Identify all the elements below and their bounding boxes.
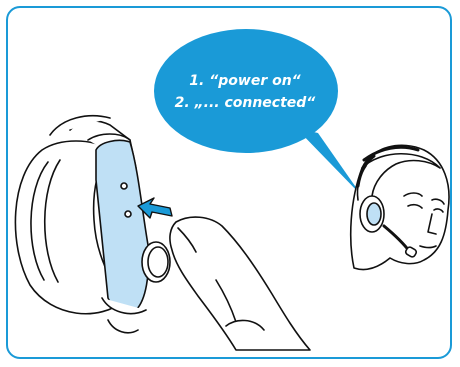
person-head xyxy=(351,145,449,269)
hand xyxy=(170,217,310,350)
headset-earcup xyxy=(15,116,170,333)
instruction-line-1: 1. “power on“ xyxy=(160,70,330,92)
speech-bubble-text: 1. “power on“ 2. „... connected“ xyxy=(160,70,330,114)
instruction-line-2: 2. „... connected“ xyxy=(160,92,330,114)
